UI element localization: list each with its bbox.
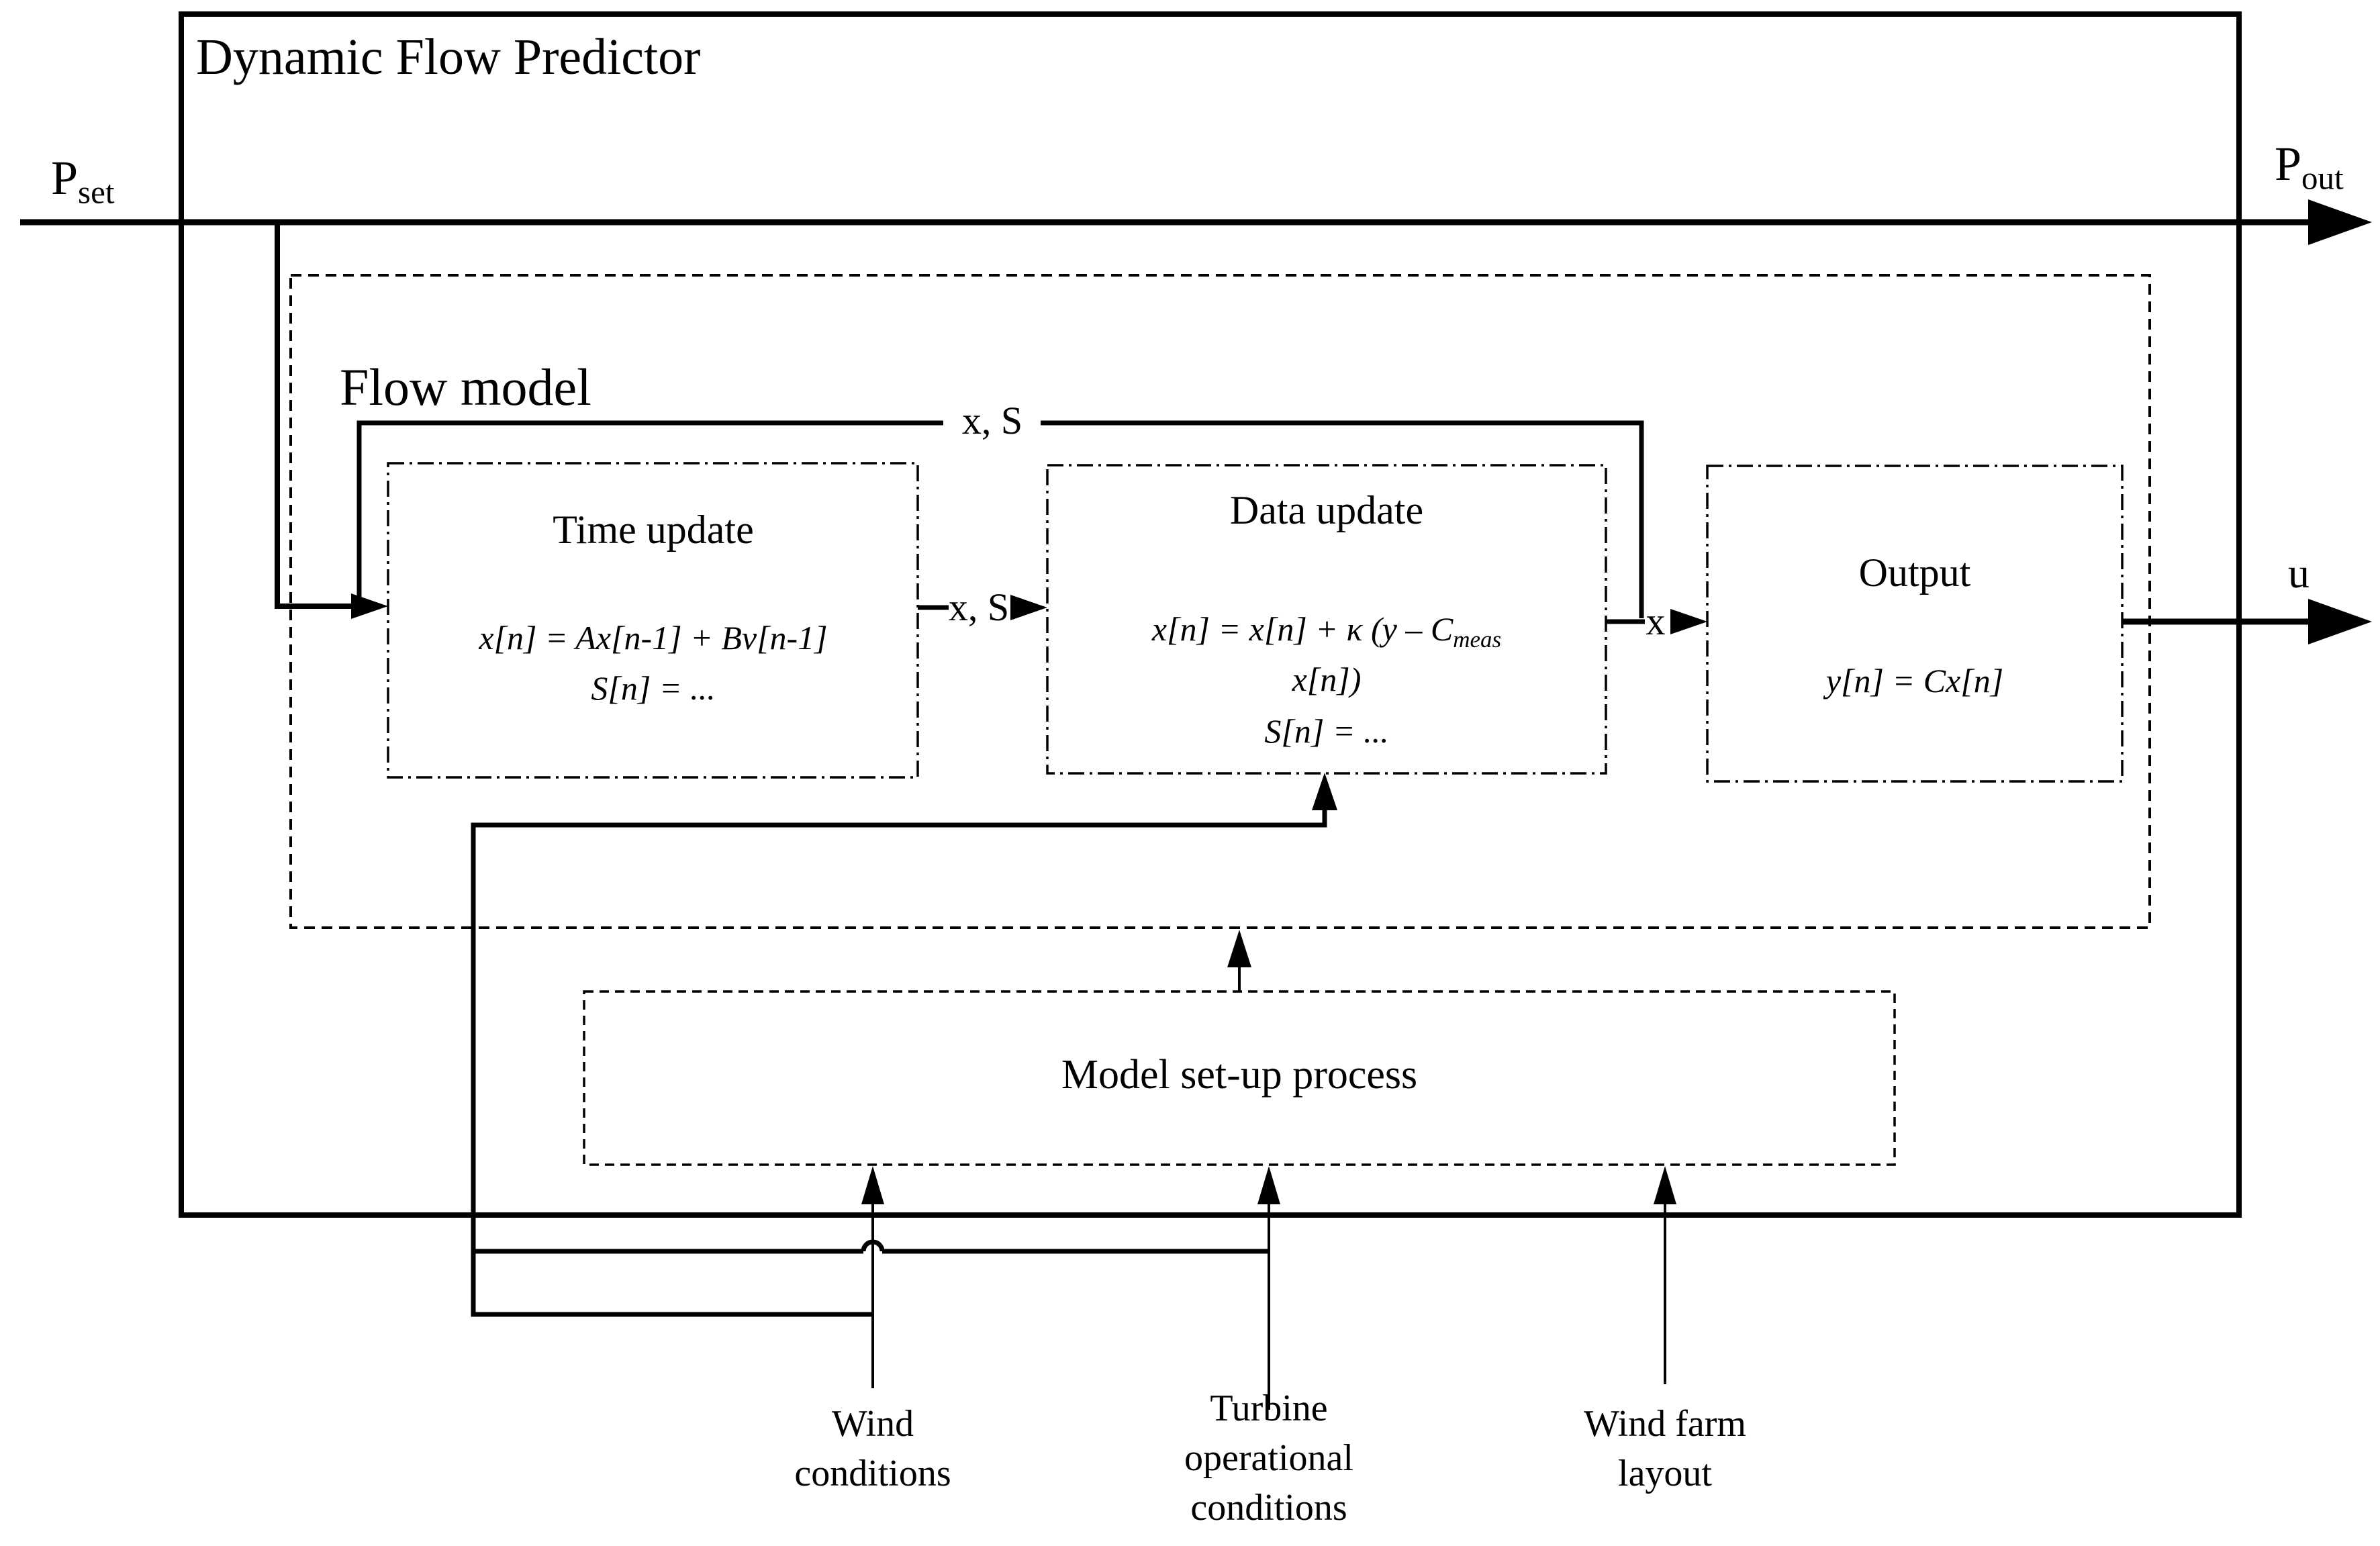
wind-farm-layout-label: Wind farm layout: [1584, 1399, 1746, 1498]
data-to-output-arrowhead: [1670, 609, 1707, 634]
feedback-signal-label: x, S: [961, 399, 1023, 442]
wind-conditions-arrowhead: [861, 1166, 884, 1204]
u-label: u: [2288, 549, 2310, 597]
setup-to-flowmodel-arrowhead: [1227, 930, 1251, 967]
wind-farm-layout-line1: Wind farm: [1584, 1403, 1746, 1445]
time-update-eq2: S[n] = ...: [591, 669, 716, 707]
data-to-output-signal-label: x: [1646, 599, 1666, 643]
wind-farm-layout-line2: layout: [1618, 1453, 1712, 1494]
feedback-line-right: [1041, 420, 1644, 618]
output-eq1: y[n] = Cx[n]: [1825, 662, 2004, 699]
pset-label: Pset: [51, 151, 115, 211]
page-title: Dynamic Flow Predictor: [196, 29, 701, 85]
turbine-conditions-arrowhead: [1257, 1166, 1280, 1204]
flow-model-box: [289, 274, 2151, 929]
data-update-input-arrowhead: [1312, 773, 1337, 810]
pout-arrowhead: [2308, 199, 2372, 245]
turbine-conditions-line3: conditions: [1190, 1487, 1347, 1529]
wind-conditions-line1: Wind: [831, 1403, 914, 1445]
time-to-data-signal-label: x, S: [948, 585, 1010, 629]
time-to-data-arrowhead: [1010, 595, 1047, 620]
time-update-box: [387, 462, 919, 779]
turbine-conditions-line2: operational: [1184, 1437, 1353, 1479]
turbine-conditions-line1: Turbine: [1210, 1388, 1328, 1429]
measurement-line: [471, 810, 1327, 1317]
feedback-line-left: [356, 420, 943, 606]
data-update-eq3: S[n] = ...: [1264, 712, 1389, 750]
output-box: [1706, 465, 2124, 783]
turbine-conditions-label: Turbine operational conditions: [1184, 1384, 1353, 1533]
wind-conditions-label: Wind conditions: [794, 1399, 951, 1498]
data-update-title: Data update: [1229, 488, 1424, 532]
pout-label: Pout: [2275, 137, 2344, 197]
time-update-eq1: x[n] = Ax[n-1] + Bv[n-1]: [479, 619, 828, 657]
model-setup-title: Model set-up process: [1061, 1052, 1418, 1098]
pset-branch-line: [275, 222, 352, 609]
output-title: Output: [1858, 550, 1971, 595]
time-update-input-arrowhead: [351, 593, 388, 619]
wind-conditions-line2: conditions: [794, 1453, 951, 1494]
time-update-title: Time update: [553, 508, 754, 552]
dynamic-flow-predictor-box: [179, 11, 2242, 1218]
flow-model-label: Flow model: [340, 358, 591, 416]
u-arrowhead: [2308, 599, 2372, 644]
data-update-eq1: x[n] = x[n] + κ (y – Cmeas: [1151, 610, 1502, 653]
data-update-eq2: x[n]): [1292, 661, 1362, 698]
wind-farm-layout-arrowhead: [1654, 1166, 1676, 1204]
